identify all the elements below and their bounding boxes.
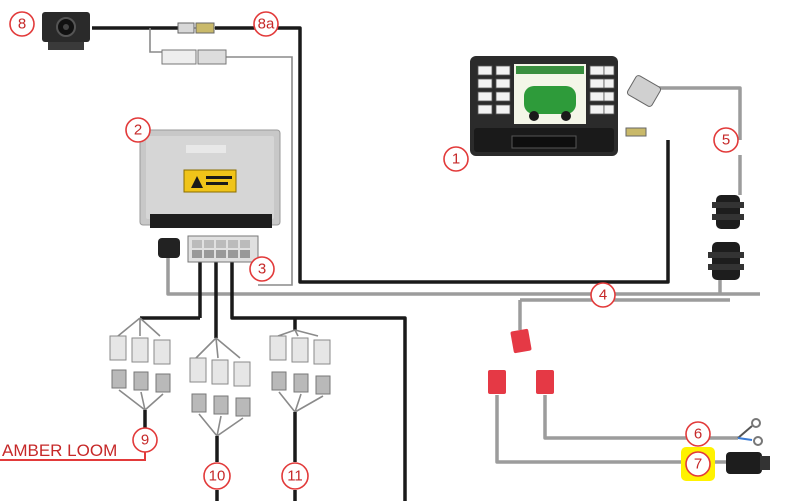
svg-text:8: 8 [18,16,26,33]
label-11: 11 [281,462,309,490]
power-lead-7 [495,395,728,464]
junction-plug-b [197,49,227,65]
label-8a: 8a [253,11,279,37]
label-3: 3 [249,256,275,282]
label-7: 7 [685,451,711,477]
svg-text:6: 6 [694,426,702,443]
inline-connector-a [177,22,195,34]
label-1: 1 [443,146,469,172]
camera-branch-to-junction [225,56,293,286]
warning-label-icon [183,169,237,193]
label-10: 10 [203,462,231,490]
svg-text:9: 9 [141,432,149,449]
svg-text:1: 1 [452,151,460,168]
camera-icon [42,12,90,50]
display-terminal-icon [470,56,618,156]
label-8: 8 [9,11,35,37]
display-cable-5-top [657,86,742,140]
power-lead-6 [543,395,738,440]
svg-text:4: 4 [599,287,607,304]
display-plug [626,75,662,107]
label-2: 2 [125,117,151,143]
round-connector-lower [708,242,744,280]
ring-terminals [737,418,763,446]
red-connector-1 [510,328,532,354]
label-4: 4 [590,282,616,308]
loom-11-main [230,262,407,501]
round-connector-upper [712,195,744,229]
svg-text:10: 10 [209,468,226,485]
label-9: 9 [132,427,158,453]
junction-block [158,235,259,263]
inline-connector-b [195,22,215,34]
sensor-group-9 [109,317,171,436]
control-box-icon [139,129,281,228]
label-6: 6 [685,421,711,447]
baler-image [524,86,576,114]
svg-text:3: 3 [258,261,266,278]
svg-text:11: 11 [287,468,303,485]
power-plug-icon [726,452,770,474]
sensor-group-11 [269,329,331,501]
svg-text:2: 2 [134,122,142,139]
svg-text:8a: 8a [258,16,275,33]
junction-plug-a [161,49,197,65]
svg-text:5: 5 [722,132,730,149]
camera-branch-thin [149,28,175,53]
red-connector-2 [488,370,506,394]
label-5: 5 [713,127,739,153]
display-aux-plug [625,127,647,137]
amber-loom-label: AMBER LOOM [2,441,117,460]
main-harness-4 [166,258,760,296]
red-connector-3 [536,370,554,394]
svg-text:7: 7 [694,456,702,473]
sensor-group-10 [189,337,251,501]
